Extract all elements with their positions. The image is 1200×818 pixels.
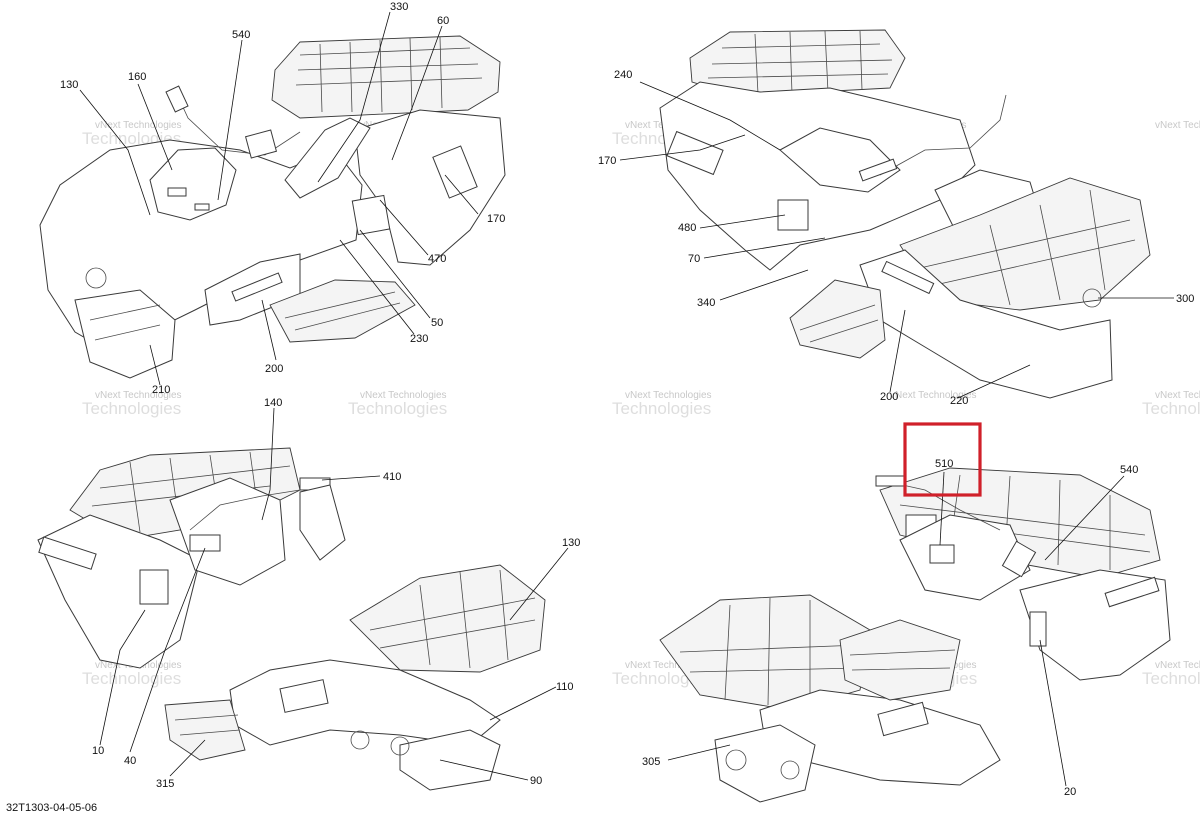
callout-label: 220 xyxy=(950,395,968,407)
watermark-text: Technologies xyxy=(82,399,181,418)
decal-can-am xyxy=(432,145,478,199)
decal-outlander xyxy=(1104,576,1160,608)
seat xyxy=(169,477,286,586)
decal-can-am xyxy=(279,679,329,713)
callout-label: 540 xyxy=(232,29,250,41)
callout-label: 410 xyxy=(383,471,401,483)
callout-label: 40 xyxy=(124,755,136,767)
handlebar-grip xyxy=(875,475,907,487)
callout-label: 200 xyxy=(265,363,283,375)
decal-can-am xyxy=(666,130,724,176)
callout-label: 315 xyxy=(156,778,174,790)
watermark-text: vNext Technologies xyxy=(95,390,182,401)
watermark-text: vNext Technologies xyxy=(360,390,447,401)
handlebar-grip xyxy=(1001,540,1037,578)
decal-console xyxy=(189,534,221,552)
watermark-text: vNext Technologies xyxy=(625,390,712,401)
callout-label: 60 xyxy=(437,15,449,27)
callout-label: 300 xyxy=(1176,293,1194,305)
watermark-text: vNext Technologies xyxy=(890,390,977,401)
windshield xyxy=(299,484,346,561)
front-rack xyxy=(349,564,546,673)
watermark-text: Technologies xyxy=(348,399,447,418)
callout-label: 330 xyxy=(390,1,408,13)
callout-label: 70 xyxy=(688,253,700,265)
callout-label: 240 xyxy=(614,69,632,81)
front-bumper xyxy=(714,724,816,803)
callout-label: 340 xyxy=(697,297,715,309)
watermark-text: Technologies xyxy=(1142,669,1200,688)
watermark-text: Technologies xyxy=(612,399,711,418)
leaders-bottom-right xyxy=(667,471,1125,787)
front-bumper xyxy=(399,729,501,791)
rear-fender xyxy=(37,514,201,669)
callout-label: 140 xyxy=(264,397,282,409)
watermark-text: vNext Technologies xyxy=(1155,660,1200,671)
rear-fender xyxy=(354,109,506,266)
callout-label: 510 xyxy=(935,458,953,470)
callout-label: 170 xyxy=(487,213,505,225)
callout-label: 305 xyxy=(642,756,660,768)
callout-label: 10 xyxy=(92,745,104,757)
decal-console xyxy=(929,544,955,564)
handlebar-grip xyxy=(858,158,898,182)
watermark-text: vNext Technologies xyxy=(95,120,182,131)
view-top-left xyxy=(39,35,506,379)
callouts: 540 330 60 130 160 170 470 50 230 200 21… xyxy=(60,1,1194,798)
view-top-right xyxy=(659,29,1151,399)
decal-hood xyxy=(167,187,187,197)
decal-warning xyxy=(351,194,391,236)
watermark-text: vNext Technologies xyxy=(1155,390,1200,401)
callout-label: 110 xyxy=(556,681,574,693)
footrest xyxy=(164,699,246,761)
decal-fender xyxy=(1029,611,1047,647)
rear-rack xyxy=(271,35,501,119)
callout-label: 130 xyxy=(562,537,580,549)
watermark-text: vNext Technologies xyxy=(1155,120,1200,131)
decal-outlander xyxy=(38,536,97,570)
callout-label: 50 xyxy=(431,317,443,329)
footrest xyxy=(839,619,961,701)
callout-label: 130 xyxy=(60,79,78,91)
leaders-bottom-left xyxy=(99,407,569,781)
leaders-top-right xyxy=(619,81,1174,399)
view-bottom-left xyxy=(37,447,546,791)
decal-side xyxy=(139,569,169,605)
callout-label: 20 xyxy=(1064,786,1076,798)
view-bottom-right xyxy=(659,467,1171,803)
callout-label: 90 xyxy=(530,775,542,787)
watermark-text: vNext Technologies xyxy=(625,660,712,671)
callout-label: 470 xyxy=(428,253,446,265)
decal-console xyxy=(244,129,278,159)
decal-can-am xyxy=(877,701,929,737)
callout-label: 540 xyxy=(1120,464,1138,476)
decal-outlander xyxy=(881,260,935,295)
callout-label: 160 xyxy=(128,71,146,83)
seat xyxy=(899,514,1031,601)
document-code: 32T1303-04-05-06 xyxy=(6,802,98,814)
highlight-box xyxy=(903,422,982,497)
callout-label: 200 xyxy=(880,391,898,403)
headlight-pod xyxy=(149,147,237,221)
decal-hood-small xyxy=(194,203,210,211)
callout-label: 170 xyxy=(598,155,616,167)
callout-label: 230 xyxy=(410,333,428,345)
callout-label: 210 xyxy=(152,384,170,396)
front-bumper xyxy=(74,289,176,379)
front-fender xyxy=(229,659,501,746)
watermark-text: Technologies xyxy=(82,669,181,688)
footrest xyxy=(789,279,886,359)
leaders-top-left xyxy=(79,11,479,386)
seat xyxy=(284,117,371,199)
handlebar-grip xyxy=(165,85,189,113)
watermark-text: Technologies xyxy=(1142,399,1200,418)
decal-outlander xyxy=(231,272,283,302)
callout-label: 480 xyxy=(678,222,696,234)
